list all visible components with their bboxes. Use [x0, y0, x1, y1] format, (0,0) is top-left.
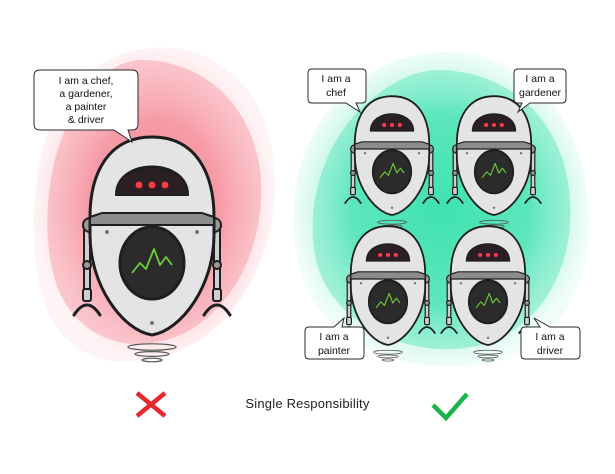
painter-bubble-line-2: painter — [318, 345, 351, 357]
driver-bubble-line-2: driver — [537, 345, 564, 357]
diagram-caption: Single Responsibility — [245, 396, 370, 411]
driver-bubble-line-1: I am a — [535, 331, 564, 343]
painter-speech-bubble: I am a painter — [304, 316, 365, 360]
driver-speech-bubble: I am a driver — [520, 317, 581, 360]
cross-icon — [135, 391, 167, 418]
left-bubble-line-4: & driver — [68, 114, 105, 126]
left-bubble-line-3: a painter — [66, 101, 107, 113]
gardener-bubble-line-1: I am a — [525, 73, 554, 85]
gardener-speech-bubble: I am a gardener — [513, 68, 567, 114]
left-bubble-line-2: a gardener, — [59, 88, 112, 100]
gardener-bubble-line-2: gardener — [519, 87, 562, 99]
chef-bubble-line-2: chef — [326, 87, 346, 99]
chef-bubble-line-1: I am a — [321, 73, 350, 85]
chef-speech-bubble: I am a chef — [307, 68, 367, 114]
check-icon — [431, 392, 469, 422]
left-speech-bubble: I am a chef, a gardener, a painter & dri… — [33, 69, 139, 144]
painter-bubble-line-1: I am a — [319, 331, 348, 343]
left-bubble-line-1: I am a chef, — [59, 75, 114, 87]
